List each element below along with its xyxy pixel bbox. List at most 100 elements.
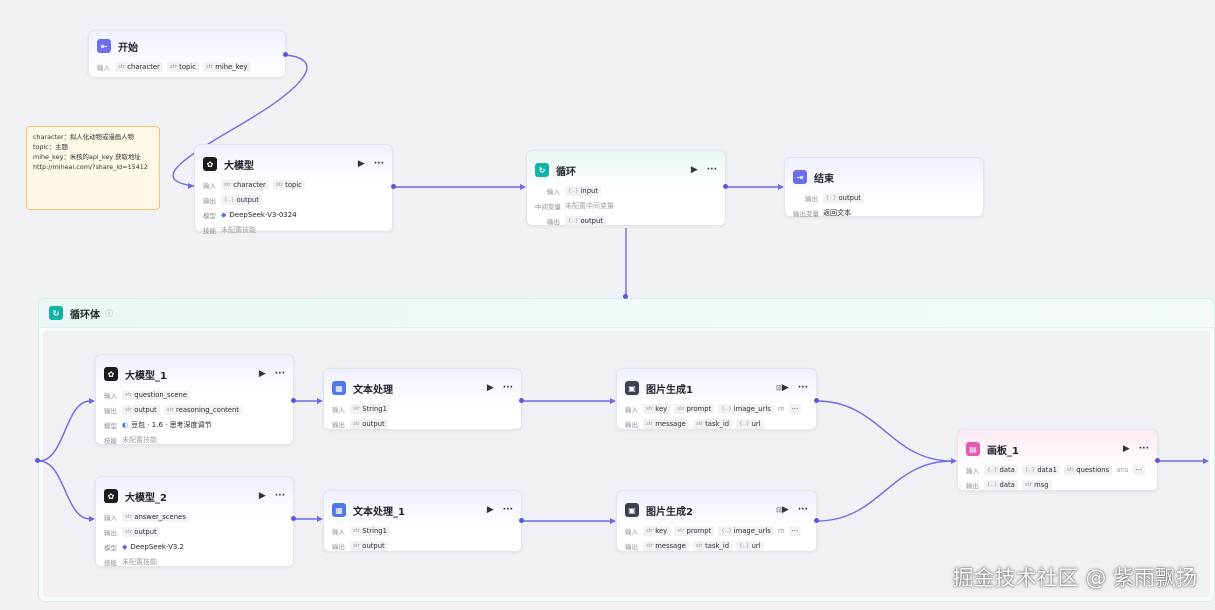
node-title: 循环 [556, 166, 576, 178]
model-name: DeepSeek-V3-0324 [229, 210, 297, 219]
node-title: 大模型 [224, 160, 254, 172]
port-llm1-out[interactable] [291, 398, 296, 403]
output-label: 输出 [104, 406, 117, 415]
end-icon: ⇥ [793, 170, 807, 184]
run-button[interactable]: ▶ [690, 165, 698, 175]
port-txt-out[interactable] [519, 398, 524, 403]
note-line: character：拟人化动物或漫画人物 [33, 133, 134, 141]
more-button[interactable]: ··· [706, 165, 717, 175]
output-label: 输出 [625, 420, 638, 429]
param-tag-more: m [777, 526, 785, 535]
more-button[interactable]: ··· [1138, 444, 1149, 454]
node-end[interactable]: ⇥结束 输出 {..}output 输出变量返回文本 [784, 157, 984, 218]
port-loop-body[interactable] [623, 294, 628, 299]
node-title: 图片生成1 [646, 384, 693, 396]
whale-icon: ◆ [122, 542, 128, 551]
input-label: 输入 [97, 63, 110, 72]
more-params-button[interactable]: ··· [788, 525, 802, 536]
param-tag: {..}url [736, 540, 764, 551]
text-process-icon: ▦ [332, 503, 346, 517]
port-loop-out[interactable] [723, 184, 728, 189]
sticky-note[interactable]: character：拟人化动物或漫画人物 topic：主题 mihe_key：米… [26, 126, 160, 210]
param-tag: {..}data [984, 479, 1018, 490]
port-txt1-out[interactable] [519, 518, 524, 523]
skill-label: 技能 [104, 558, 117, 567]
port-llm2-out[interactable] [291, 516, 296, 521]
more-button[interactable]: ··· [502, 383, 513, 393]
out-var-value: 返回文本 [823, 208, 851, 217]
output-label: 输出 [332, 542, 345, 551]
port-start-out[interactable] [283, 52, 288, 57]
doubao-icon: ◐ [122, 420, 129, 429]
more-button[interactable]: ··· [797, 383, 808, 393]
output-label: 输出 [966, 481, 979, 490]
run-button[interactable]: ▶ [258, 491, 266, 501]
plugin-badge-icon: ⊡ [775, 506, 782, 514]
run-button[interactable]: ▶ [486, 505, 494, 515]
more-button[interactable]: ··· [797, 505, 808, 515]
note-line: mihe_key：米核的api_key 获取地址 [33, 153, 141, 161]
text-process-icon: ▦ [332, 381, 346, 395]
node-title: 开始 [118, 42, 138, 54]
param-tag: {..}input [565, 185, 601, 196]
skill-value: 未配置技能 [122, 435, 157, 444]
image-gen-icon: ▣ [625, 381, 639, 395]
input-label: 输入 [203, 181, 216, 190]
param-tag: {..}data [984, 464, 1018, 475]
run-button[interactable]: ▶ [781, 383, 789, 393]
more-button[interactable]: ··· [274, 369, 285, 379]
llm-icon: ✿ [104, 367, 118, 381]
run-button[interactable]: ▶ [258, 369, 266, 379]
mid-var-value: 未配置中间变量 [565, 201, 614, 210]
note-line: topic：主题 [33, 143, 68, 151]
param-tag: {..}output [565, 215, 606, 226]
input-label: 输入 [104, 513, 117, 522]
node-loop[interactable]: ↻循环 ▶··· 输入 {..}input 中间变量未配置中间变量 输出 {..… [526, 150, 726, 226]
port-canvas-out[interactable] [1155, 458, 1160, 463]
run-button[interactable]: ▶ [357, 159, 365, 169]
port-llm-out[interactable] [391, 184, 396, 189]
info-icon[interactable]: ⓘ [105, 308, 113, 318]
plugin-badge-icon: ⊡ [775, 384, 782, 392]
more-button[interactable]: ··· [373, 159, 384, 169]
output-label: 输出 [203, 196, 216, 205]
start-icon: ⇤ [97, 39, 111, 53]
model-label: 模型 [104, 543, 117, 552]
more-params-button[interactable]: ··· [1132, 464, 1146, 475]
node-title: 大模型_1 [125, 370, 167, 382]
output-label: 输出 [332, 420, 345, 429]
param-tag: {..}image_urls [718, 525, 774, 536]
run-button[interactable]: ▶ [1122, 444, 1130, 454]
output-label: 输出 [547, 217, 560, 226]
run-button[interactable]: ▶ [781, 505, 789, 515]
skill-value: 未配置技能 [122, 557, 157, 566]
more-button[interactable]: ··· [274, 491, 285, 501]
input-label: 输入 [547, 187, 560, 196]
port-img1-out[interactable] [814, 398, 819, 403]
port-body-in[interactable] [35, 458, 40, 463]
input-label: 输入 [332, 405, 345, 414]
more-params-button[interactable]: ··· [788, 403, 802, 414]
more-button[interactable]: ··· [502, 505, 513, 515]
port-img2-out[interactable] [814, 518, 819, 523]
param-tag: {..}output [823, 192, 864, 203]
node-title: 结束 [814, 173, 834, 185]
run-button[interactable]: ▶ [486, 383, 494, 393]
